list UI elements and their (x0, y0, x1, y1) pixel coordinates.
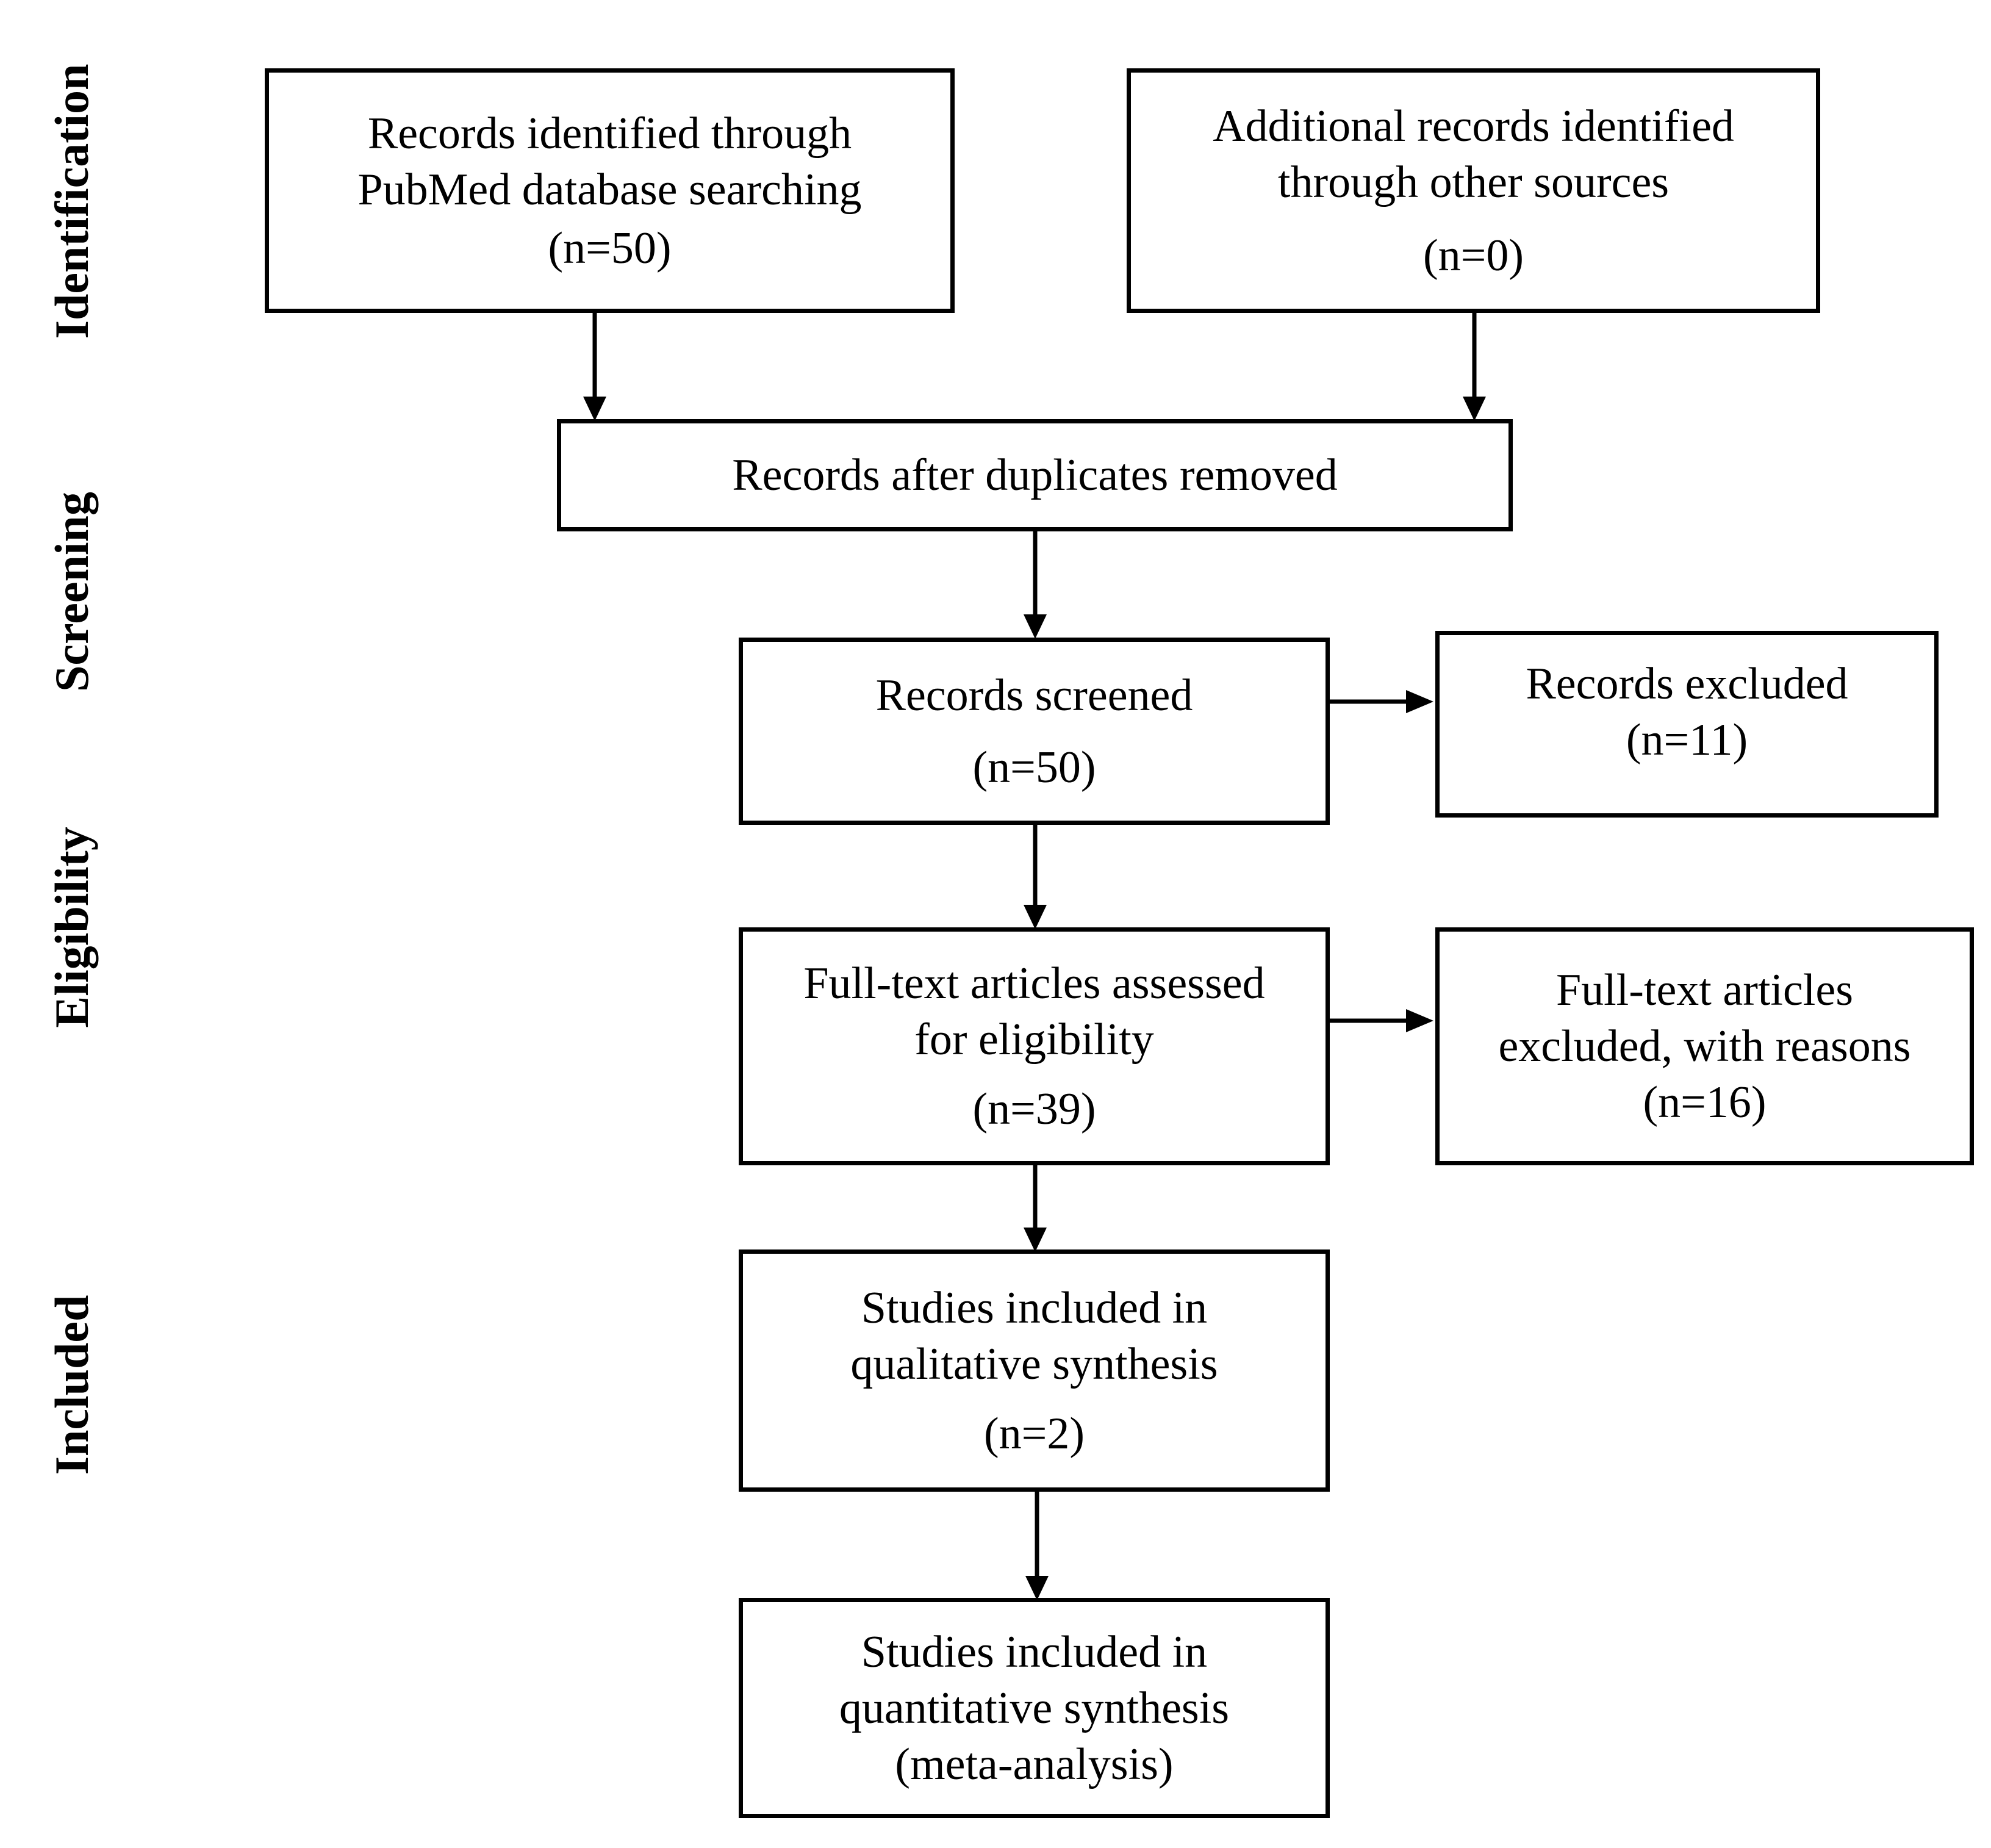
box-records-other-sources: Additional records identified through ot… (1127, 68, 1820, 313)
box-records-after-duplicates: Records after duplicates removed (557, 419, 1513, 531)
box-text: qualitative synthesis (850, 1339, 1218, 1389)
arrowhead-duplicates (1024, 614, 1047, 639)
box-text: Full-text articles (1555, 965, 1854, 1015)
box-count: (n=50) (548, 223, 672, 273)
box-text: Records after duplicates removed (732, 450, 1338, 500)
box-count: (n=2) (983, 1408, 1085, 1459)
box-text: (meta-analysis) (895, 1739, 1174, 1789)
box-text: Records excluded (1526, 659, 1848, 709)
arrowhead-screened (1024, 905, 1047, 929)
arrowhead-fulltext-excluded (1406, 1009, 1433, 1032)
box-text: quantitative synthesis (839, 1683, 1230, 1733)
box-count: (n=11) (1626, 715, 1748, 765)
box-text: Full-text articles assessed (803, 958, 1265, 1008)
box-qualitative-synthesis: Studies included in qualitative synthesi… (739, 1249, 1330, 1492)
arrowhead-pubmed (583, 397, 606, 421)
box-quantitative-synthesis: Studies included in quantitative synthes… (739, 1598, 1330, 1818)
box-records-screened: Records screened (n=50) (739, 638, 1330, 825)
box-text: Studies included in (861, 1282, 1208, 1333)
box-text: PubMed database searching (357, 164, 862, 215)
box-count: (n=39) (972, 1084, 1096, 1134)
arrowhead-excluded (1406, 690, 1433, 713)
box-records-excluded: Records excluded (n=11) (1435, 631, 1939, 818)
arrowhead-qualitative (1025, 1576, 1049, 1600)
box-count: (n=50) (972, 742, 1096, 793)
arrowhead-fulltext (1024, 1228, 1047, 1252)
box-fulltext-assessed: Full-text articles assessed for eligibil… (739, 927, 1330, 1165)
box-text: Records screened (875, 670, 1193, 721)
box-text: excluded, with reasons (1498, 1021, 1911, 1071)
box-text: through other sources (1277, 157, 1670, 207)
box-fulltext-excluded: Full-text articles excluded, with reason… (1435, 927, 1974, 1165)
box-text: Additional records identified (1213, 101, 1734, 151)
box-count: (n=16) (1643, 1077, 1767, 1127)
box-text: for eligibility (914, 1015, 1154, 1065)
arrowhead-other (1463, 397, 1486, 421)
box-text: Studies included in (861, 1627, 1208, 1677)
box-count: (n=0) (1422, 230, 1524, 281)
box-records-pubmed: Records identified through PubMed databa… (265, 68, 955, 313)
box-text: Records identified through (367, 108, 852, 159)
